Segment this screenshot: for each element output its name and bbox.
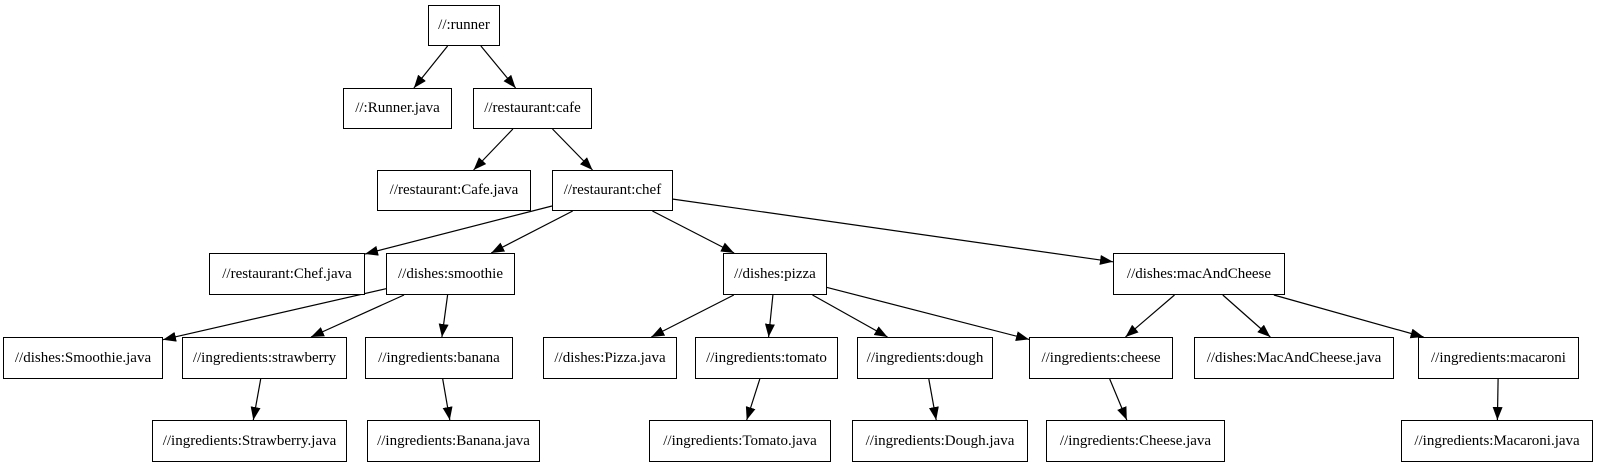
- edge-smoothie-to-strawberry: [310, 294, 405, 338]
- edge-cafe-to-chef: [552, 128, 593, 171]
- node-tomato-java: //ingredients:Tomato.java: [649, 420, 831, 462]
- node-pizza: //dishes:pizza: [723, 253, 827, 295]
- node-banana: //ingredients:banana: [365, 337, 513, 379]
- node-smoothie: //dishes:smoothie: [386, 253, 515, 295]
- node-cafe-java: //restaurant:Cafe.java: [377, 170, 531, 211]
- edge-chef-to-macandcheese: [672, 198, 1114, 265]
- node-dough-java: //ingredients:Dough.java: [852, 420, 1028, 462]
- edge-pizza-to-dough: [812, 294, 888, 338]
- node-macandcheese: //dishes:macAndCheese: [1113, 253, 1285, 295]
- node-cafe: //restaurant:cafe: [473, 88, 592, 129]
- edge-banana-to-banana_java: [442, 378, 453, 421]
- node-chef-java: //restaurant:Chef.java: [209, 253, 365, 295]
- edge-cafe-to-cafe_java: [473, 128, 514, 171]
- edge-pizza-to-pizza_java: [651, 294, 735, 338]
- node-macaroni-java: //ingredients:Macaroni.java: [1401, 420, 1593, 462]
- edge-macandcheese-to-cheese: [1125, 294, 1175, 338]
- edge-chef-to-chef_java: [364, 205, 553, 256]
- node-pizza-java: //dishes:Pizza.java: [543, 337, 677, 379]
- edge-tomato-to-tomato_java: [745, 378, 761, 421]
- node-macaroni: //ingredients:macaroni: [1418, 337, 1579, 379]
- edge-macaroni-to-macaroni_java: [1492, 378, 1503, 421]
- edge-smoothie-to-banana: [438, 294, 449, 338]
- edge-cheese-to-cheese_java: [1109, 378, 1128, 421]
- node-cheese-java: //ingredients:Cheese.java: [1046, 420, 1225, 462]
- edge-strawberry-to-strawberry_java: [250, 378, 262, 421]
- node-strawberry-java: //ingredients:Strawberry.java: [152, 420, 347, 462]
- edge-macandcheese-to-macandcheese_java: [1222, 294, 1271, 338]
- node-runner-java: //:Runner.java: [343, 88, 452, 129]
- edge-macandcheese-to-macaroni: [1273, 294, 1424, 339]
- node-runner: //:runner: [428, 5, 500, 46]
- edge-runner-to-cafe: [480, 45, 517, 89]
- node-smoothie-java: //dishes:Smoothie.java: [3, 337, 163, 379]
- edge-pizza-to-tomato: [764, 294, 775, 338]
- edge-pizza-to-cheese: [826, 286, 1030, 342]
- node-cheese: //ingredients:cheese: [1029, 337, 1173, 379]
- node-macandcheese-java: //dishes:MacAndCheese.java: [1194, 337, 1394, 379]
- edge-smoothie-to-smoothie_java: [162, 288, 387, 342]
- edge-chef-to-pizza: [652, 210, 735, 254]
- edge-runner-to-runner_java: [413, 45, 449, 89]
- node-chef: //restaurant:chef: [552, 170, 673, 211]
- node-dough: //ingredients:dough: [857, 337, 993, 379]
- node-tomato: //ingredients:tomato: [695, 337, 838, 379]
- edge-dough-to-dough_java: [928, 378, 939, 421]
- edge-chef-to-smoothie: [490, 210, 573, 254]
- node-strawberry: //ingredients:strawberry: [182, 337, 347, 379]
- node-banana-java: //ingredients:Banana.java: [367, 420, 540, 462]
